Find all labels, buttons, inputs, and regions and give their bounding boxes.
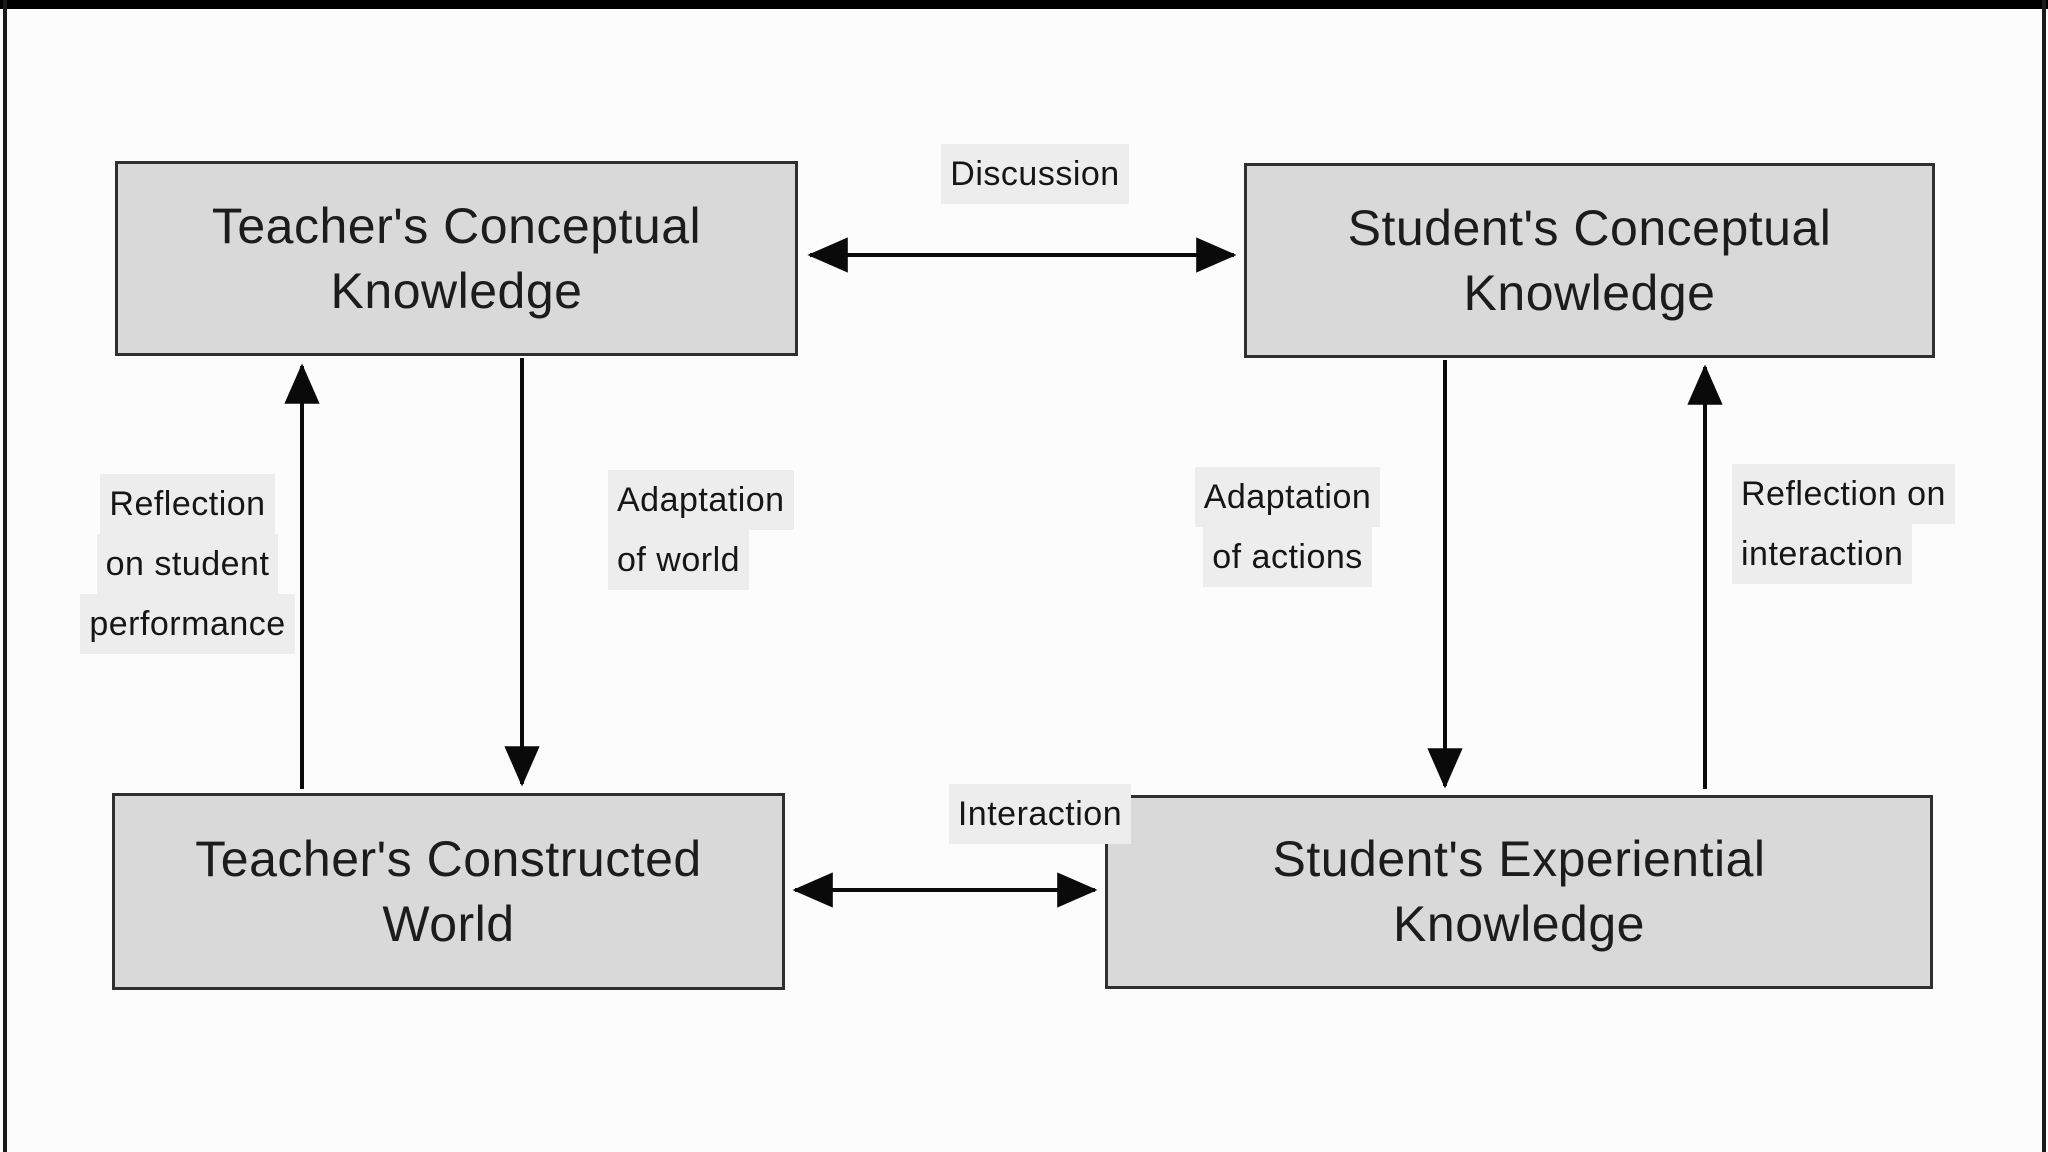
node-label-line: World — [382, 895, 515, 952]
edge-label-reflection-on-student-performance: Reflection on student performance — [55, 474, 320, 654]
edge-label-text-line: on student — [96, 534, 279, 594]
node-label-line: Teacher's Constructed — [195, 830, 702, 887]
edge-label-text-line: performance — [80, 594, 295, 654]
frame-right-border — [2042, 0, 2046, 1152]
edge-label-reflection-on-interaction: Reflection on interaction — [1732, 464, 1987, 584]
edge-label-text: Discussion — [941, 144, 1129, 204]
edge-label-adaptation-of-world: Adaptation of world — [608, 470, 828, 590]
node-student-conceptual-knowledge: Student's Conceptual Knowledge — [1244, 163, 1935, 358]
edge-label-text-line: Reflection on — [1732, 464, 1955, 524]
node-label-line: Knowledge — [1393, 896, 1645, 952]
node-label-line: Knowledge — [330, 262, 583, 319]
frame-top-border — [0, 0, 2048, 9]
node-student-experiential-knowledge: Student's Experiential Knowledge — [1105, 795, 1933, 989]
edge-label-interaction: Interaction — [895, 784, 1185, 844]
edge-label-text-line: Adaptation — [608, 470, 794, 530]
edge-label-text-line: of world — [608, 530, 750, 590]
node-teacher-conceptual-knowledge: Teacher's Conceptual Knowledge — [115, 161, 798, 356]
node-label-line: Student's Experiential — [1272, 831, 1766, 887]
edge-label-text-line: Adaptation — [1194, 467, 1381, 527]
frame-left-border — [3, 0, 7, 1152]
node-label-line: Knowledge — [1463, 264, 1716, 321]
node-label-line: Student's Conceptual — [1347, 199, 1832, 256]
edge-label-text-line: of actions — [1203, 527, 1372, 587]
edge-label-adaptation-of-actions: Adaptation of actions — [1175, 467, 1400, 587]
edge-label-discussion: Discussion — [880, 144, 1190, 204]
edge-label-text-line: interaction — [1732, 524, 1913, 584]
edge-label-text-line: Reflection — [100, 474, 275, 534]
edge-label-text: Interaction — [948, 784, 1132, 844]
node-teacher-constructed-world: Teacher's Constructed World — [112, 793, 785, 990]
node-label-line: Teacher's Conceptual — [211, 197, 702, 254]
